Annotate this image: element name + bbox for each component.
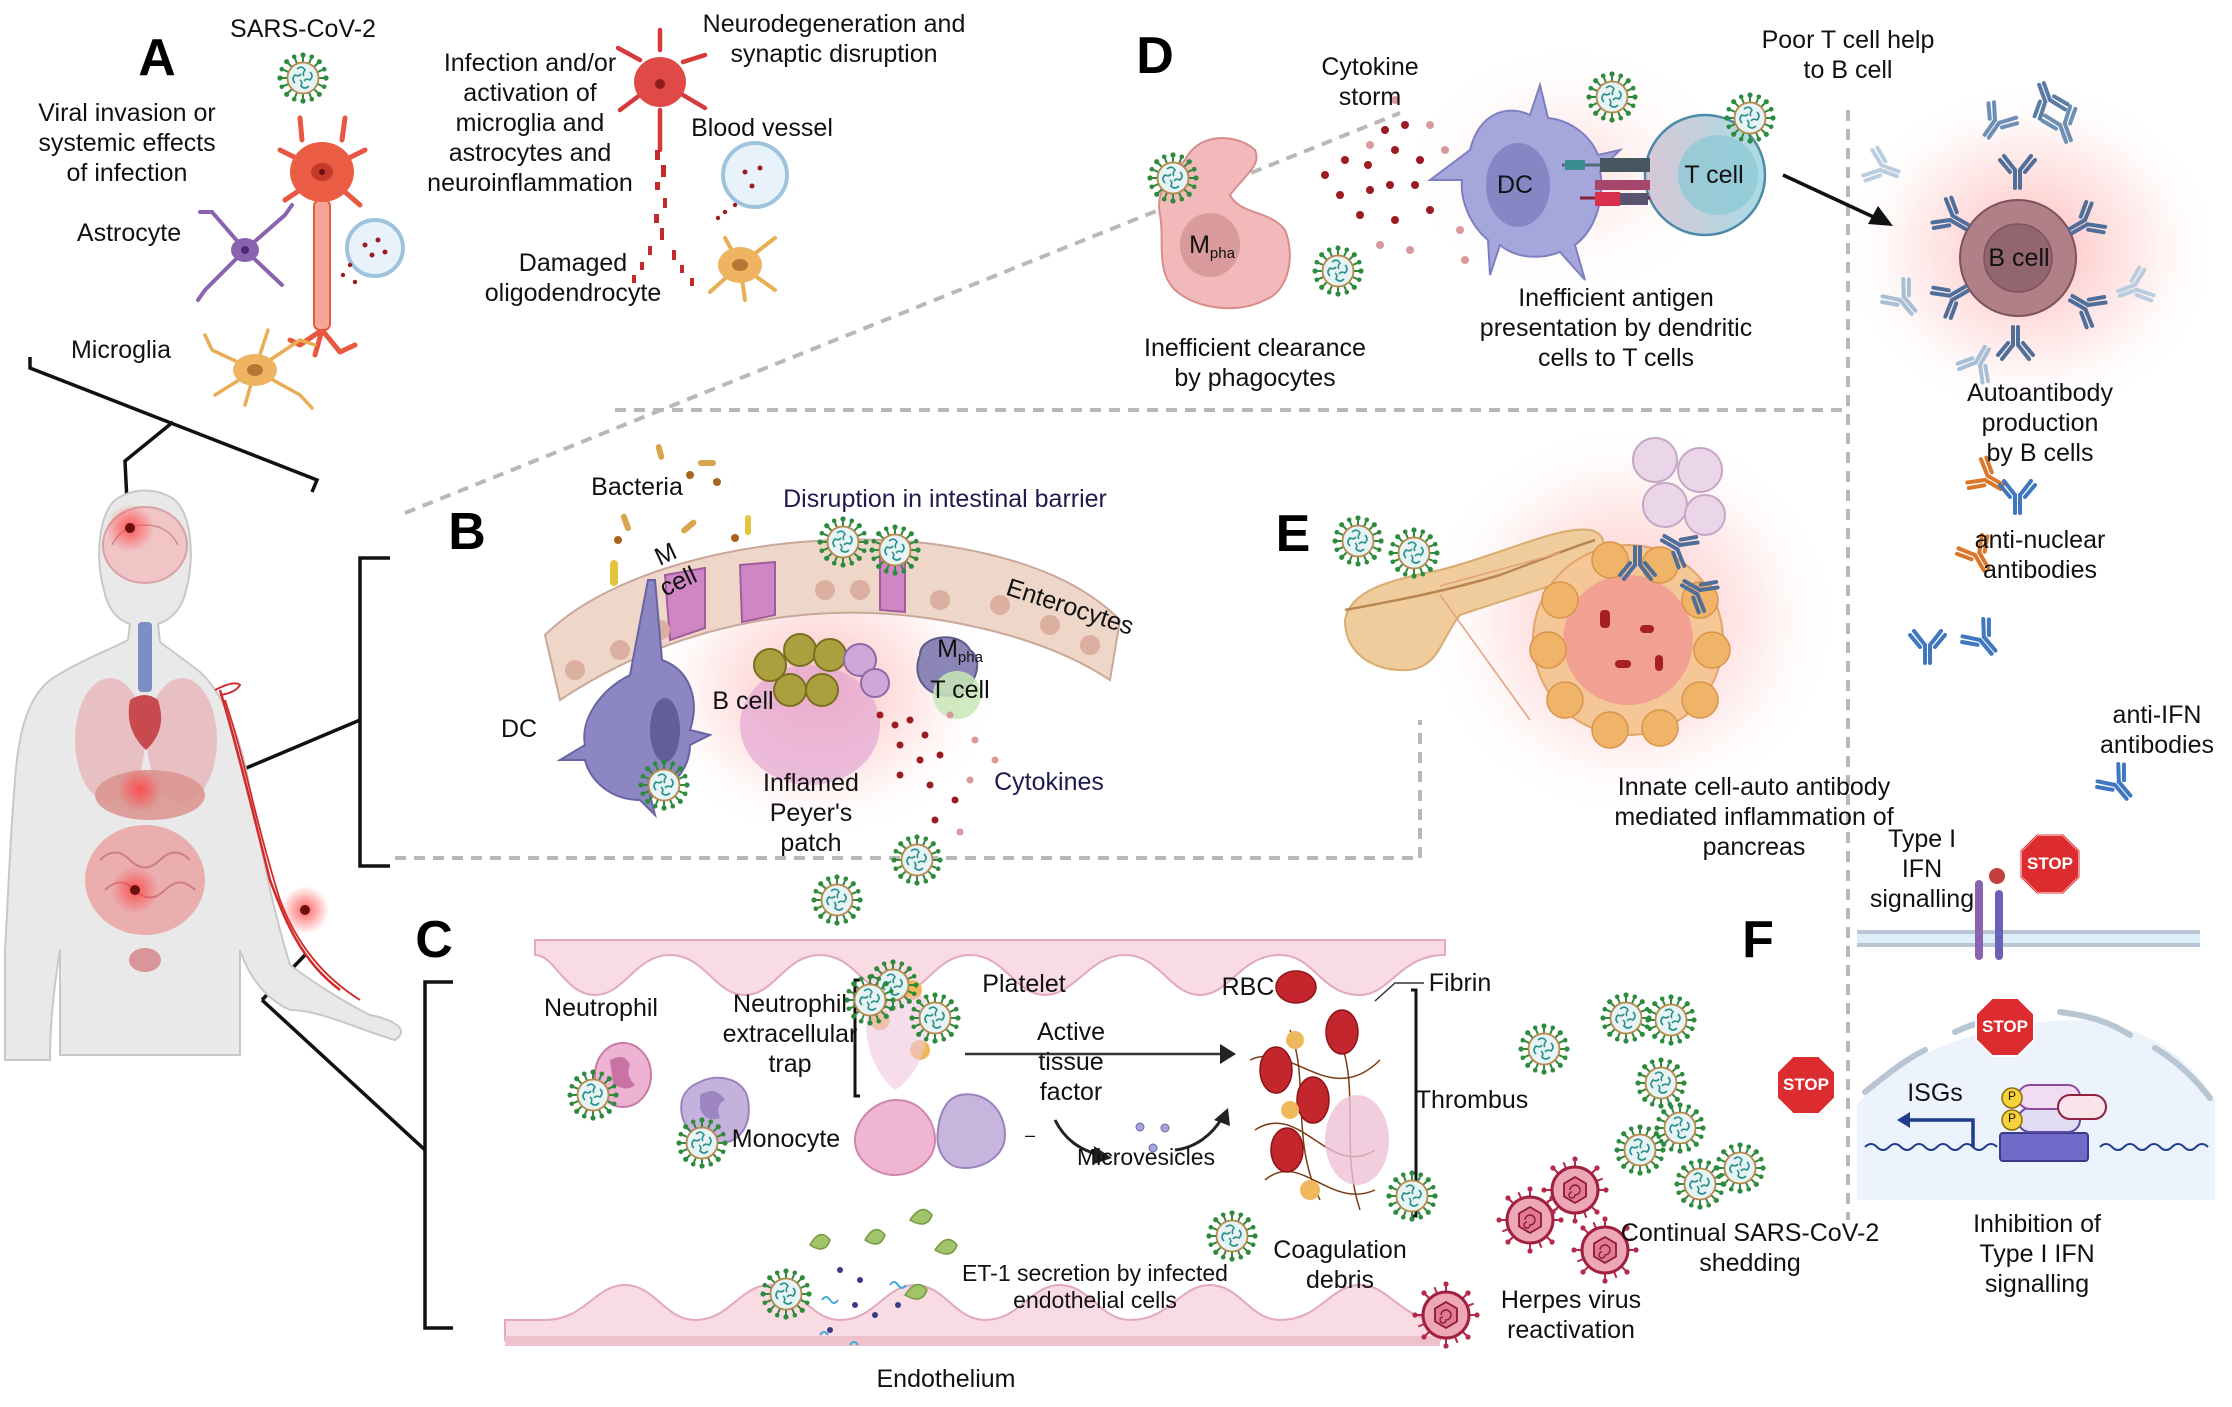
mpha-main-b: M xyxy=(937,635,958,663)
label-active-tissue-factor: Active tissue factor xyxy=(1036,1018,1106,1106)
ifn-receptor xyxy=(1975,868,2005,960)
label-cytokine-storm: Cytokine storm xyxy=(1321,53,1419,111)
label-blood-vessel: Blood vessel xyxy=(691,114,833,142)
label-fibrin: Fibrin xyxy=(1428,969,1492,997)
label-t-cell-d: T cell xyxy=(1684,161,1744,189)
label-bacteria: Bacteria xyxy=(591,473,683,501)
label-inefficient-clearance: Inefficient clearance by phagocytes xyxy=(1144,334,1366,392)
stop-sign-receptor: STOP xyxy=(2019,833,2081,895)
label-et1-secretion: ET-1 secretion by infected endothelial c… xyxy=(962,1260,1228,1313)
label-macrophage-b: Mpha xyxy=(937,634,983,673)
et1-cells xyxy=(809,1208,958,1300)
label-phospho-1: P xyxy=(2007,1089,2017,1103)
label-poor-t-cell-help: Poor T cell help to B cell xyxy=(1761,26,1935,84)
panel-letter-e: E xyxy=(1275,505,1311,563)
label-phospho-2: P xyxy=(2007,1111,2017,1125)
endothelium-bottom xyxy=(504,1283,1441,1346)
panel-b-illustration xyxy=(543,444,1122,927)
label-neutrophil: Neutrophil xyxy=(544,994,658,1022)
label-microglia: Microglia xyxy=(70,336,172,364)
stop-octagon-icon xyxy=(2020,834,2080,894)
label-b-cell-d: B cell xyxy=(1988,244,2050,272)
stop-sign-shedding: STOP xyxy=(1775,1054,1837,1116)
label-neutrophil-extracellular-trap: Neutrophil extracellular trap xyxy=(722,990,858,1078)
t-cell-to-b-cell-arrow xyxy=(1782,173,1893,226)
astrocyte xyxy=(196,203,294,302)
label-coagulation-debris: Coagulation debris xyxy=(1273,1236,1407,1294)
label-neurodegeneration: Neurodegeneration and synaptic disruptio… xyxy=(702,10,966,68)
label-b-cell-b: B cell xyxy=(712,687,774,715)
label-endothelium: Endothelium xyxy=(876,1365,1016,1393)
mpha-sub-b: pha xyxy=(957,649,983,666)
stop-text: STOP xyxy=(1783,1075,1829,1094)
label-monocyte: Monocyte xyxy=(731,1125,841,1153)
stop-sign-nucleus: STOP xyxy=(1974,996,2036,1058)
label-sars-cov-2: SARS-CoV-2 xyxy=(230,15,376,43)
label-inflamed-peyers-patch: Inflamed Peyer's patch xyxy=(763,769,859,857)
label-disruption-intestinal-barrier: Disruption in intestinal barrier xyxy=(783,485,1107,513)
panel-c-illustration xyxy=(504,939,1767,1351)
stop-text: STOP xyxy=(1982,1017,2028,1036)
label-rbc: RBC xyxy=(1221,973,1275,1001)
label-isgs: ISGs xyxy=(1907,1079,1963,1107)
panel-a-illustration xyxy=(196,27,789,410)
panel-letter-d: D xyxy=(1136,27,1174,85)
stop-text: STOP xyxy=(2027,854,2073,873)
label-damaged-oligodendrocyte: Damaged oligodendrocyte xyxy=(484,249,662,307)
panel-letter-b: B xyxy=(448,503,486,561)
immune-synapse xyxy=(1562,158,1650,206)
panel-letter-f: F xyxy=(1742,911,1774,969)
label-pancreas-inflammation: Innate cell-auto antibody mediated infla… xyxy=(1614,773,1894,861)
label-herpes-reactivation: Herpes virus reactivation xyxy=(1500,1286,1642,1344)
label-dc-b: DC xyxy=(500,715,538,743)
label-autoantibody-production: Autoantibody production by B cells xyxy=(1967,379,2113,467)
microglia xyxy=(203,328,317,410)
label-astrocyte: Astrocyte xyxy=(76,219,182,247)
panel-d-illustration xyxy=(1146,40,2220,420)
panel-letter-a: A xyxy=(138,29,176,87)
stop-octagon-icon xyxy=(1975,997,2035,1057)
mpha-main: M xyxy=(1189,231,1210,259)
stop-octagon-icon xyxy=(1776,1055,1836,1115)
label-viral-invasion: Viral invasion or systemic effects of in… xyxy=(38,99,216,187)
label-thrombus: Thrombus xyxy=(1415,1086,1529,1114)
label-inhibition-type1-ifn: Inhibition of Type I IFN signalling xyxy=(1973,1210,2101,1298)
label-dash: – xyxy=(1024,1125,1036,1145)
label-microvesicles: Microvesicles xyxy=(1076,1144,1216,1170)
label-continual-shedding: Continual SARS-CoV-2 shedding xyxy=(1620,1219,1880,1277)
panel-e-illustration xyxy=(1331,420,1840,820)
damaged-neuron xyxy=(615,27,708,153)
label-anti-nuclear-antibodies: anti-nuclear antibodies xyxy=(1974,526,2106,584)
endothelium-top xyxy=(534,939,1446,997)
active-tissue-factor-arrow xyxy=(965,1044,1236,1064)
label-infection-activation: Infection and/or activation of microglia… xyxy=(427,49,633,197)
label-macrophage-d: Mpha xyxy=(1189,230,1235,269)
label-type1-ifn-signalling: Type I IFN signalling xyxy=(1869,825,1975,913)
red-blood-cells xyxy=(1259,970,1359,1173)
label-anti-ifn-antibodies: anti-IFN antibodies xyxy=(2100,701,2214,759)
label-inefficient-antigen: Inefficient antigen presentation by dend… xyxy=(1479,284,1753,372)
panel-letter-c: C xyxy=(415,911,453,969)
human-body-illustration xyxy=(4,489,402,1061)
label-platelet: Platelet xyxy=(982,970,1066,998)
panel-f-illustration xyxy=(1857,453,2215,1200)
mpha-sub: pha xyxy=(1209,245,1235,262)
dna-strand xyxy=(1864,1143,2209,1151)
label-dc-d: DC xyxy=(1496,171,1534,199)
label-cytokines: Cytokines xyxy=(994,768,1104,796)
label-t-cell-b: T cell xyxy=(930,676,990,704)
